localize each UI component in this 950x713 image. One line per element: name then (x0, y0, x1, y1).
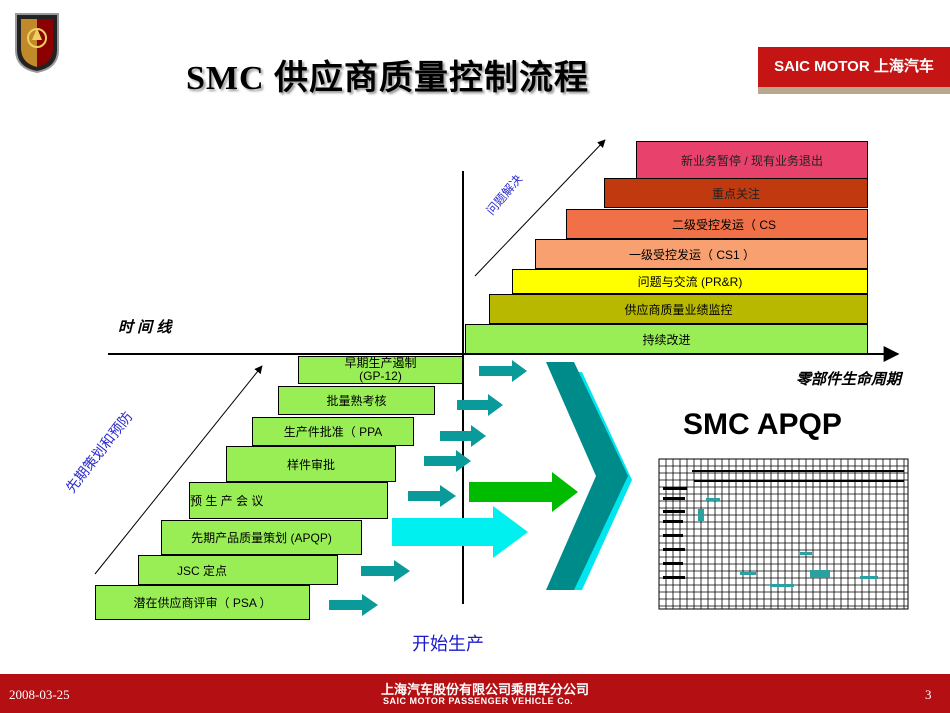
lower-step-apqp: 先期产品质量策划 (APQP) (161, 520, 362, 555)
saic-motor-logo: SAIC MOTOR 上海汽车 (758, 47, 950, 94)
upper-step-cs1: 一级受控发运（ CS1 ） (535, 239, 868, 269)
start-production-label: 开始生产 (412, 634, 484, 654)
step-arrows (329, 360, 527, 616)
green-arrow (469, 472, 578, 512)
footer-date: 2008-03-25 (9, 687, 70, 702)
upper-step-key-focus: 重点关注 (604, 178, 868, 208)
upper-step-new-business-suspend: 新业务暂停 / 现有业务退出 (636, 141, 868, 179)
apqp-title: SMC APQP (683, 408, 842, 441)
time-line-label: 时 间 线 (118, 319, 172, 336)
upper-step-cs2: 二级受控发运（ CS (566, 209, 868, 239)
lower-step-preproduction-meeting: 预 生 产 会 议 (189, 482, 388, 519)
footer-page-number: 3 (925, 687, 932, 702)
planning-diagonal-arrow (94, 365, 263, 575)
footer-company-en: SAIC MOTOR PASSENGER VEHICLE Co. (383, 696, 574, 706)
lower-step-gp12: 早期生产遏制 (GP-12) (298, 356, 463, 384)
upper-step-prr: 问题与交流 (PR&R) (512, 269, 868, 294)
lifecycle-label: 零部件生命周期 (796, 371, 902, 388)
lower-step-psa: 潜在供应商评审（ PSA ） (95, 585, 310, 620)
problem-diagonal-arrow (474, 139, 606, 277)
lower-step-sample-approval: 样件审批 (226, 446, 396, 482)
upper-step-continuous-improvement: 持续改进 (465, 324, 868, 354)
apqp-grid (658, 458, 909, 610)
gp12-label: 早期生产遏制 (344, 356, 417, 370)
slide-title: SMC 供应商质量控制流程 (186, 60, 590, 97)
cyan-arrow (392, 506, 528, 558)
brand-logo-text: SAIC MOTOR 上海汽车 (774, 58, 934, 75)
lower-step-ppa: 生产件批准（ PPA (252, 417, 414, 446)
upper-step-supplier-performance: 供应商质量业绩监控 (489, 294, 868, 324)
footer-company-cn: 上海汽车股份有限公司乘用车分公司 (381, 682, 590, 697)
big-chevron-arrow (546, 362, 628, 590)
lower-step-jsc: JSC 定点 (138, 555, 338, 585)
gp12-sublabel: (GP-12) (359, 369, 402, 383)
emblem-logo (12, 10, 62, 74)
lower-step-mass-production: 批量熟考核 (278, 386, 435, 415)
footer-bar: 2008-03-25 上海汽车股份有限公司乘用车分公司 SAIC MOTOR P… (0, 674, 950, 713)
